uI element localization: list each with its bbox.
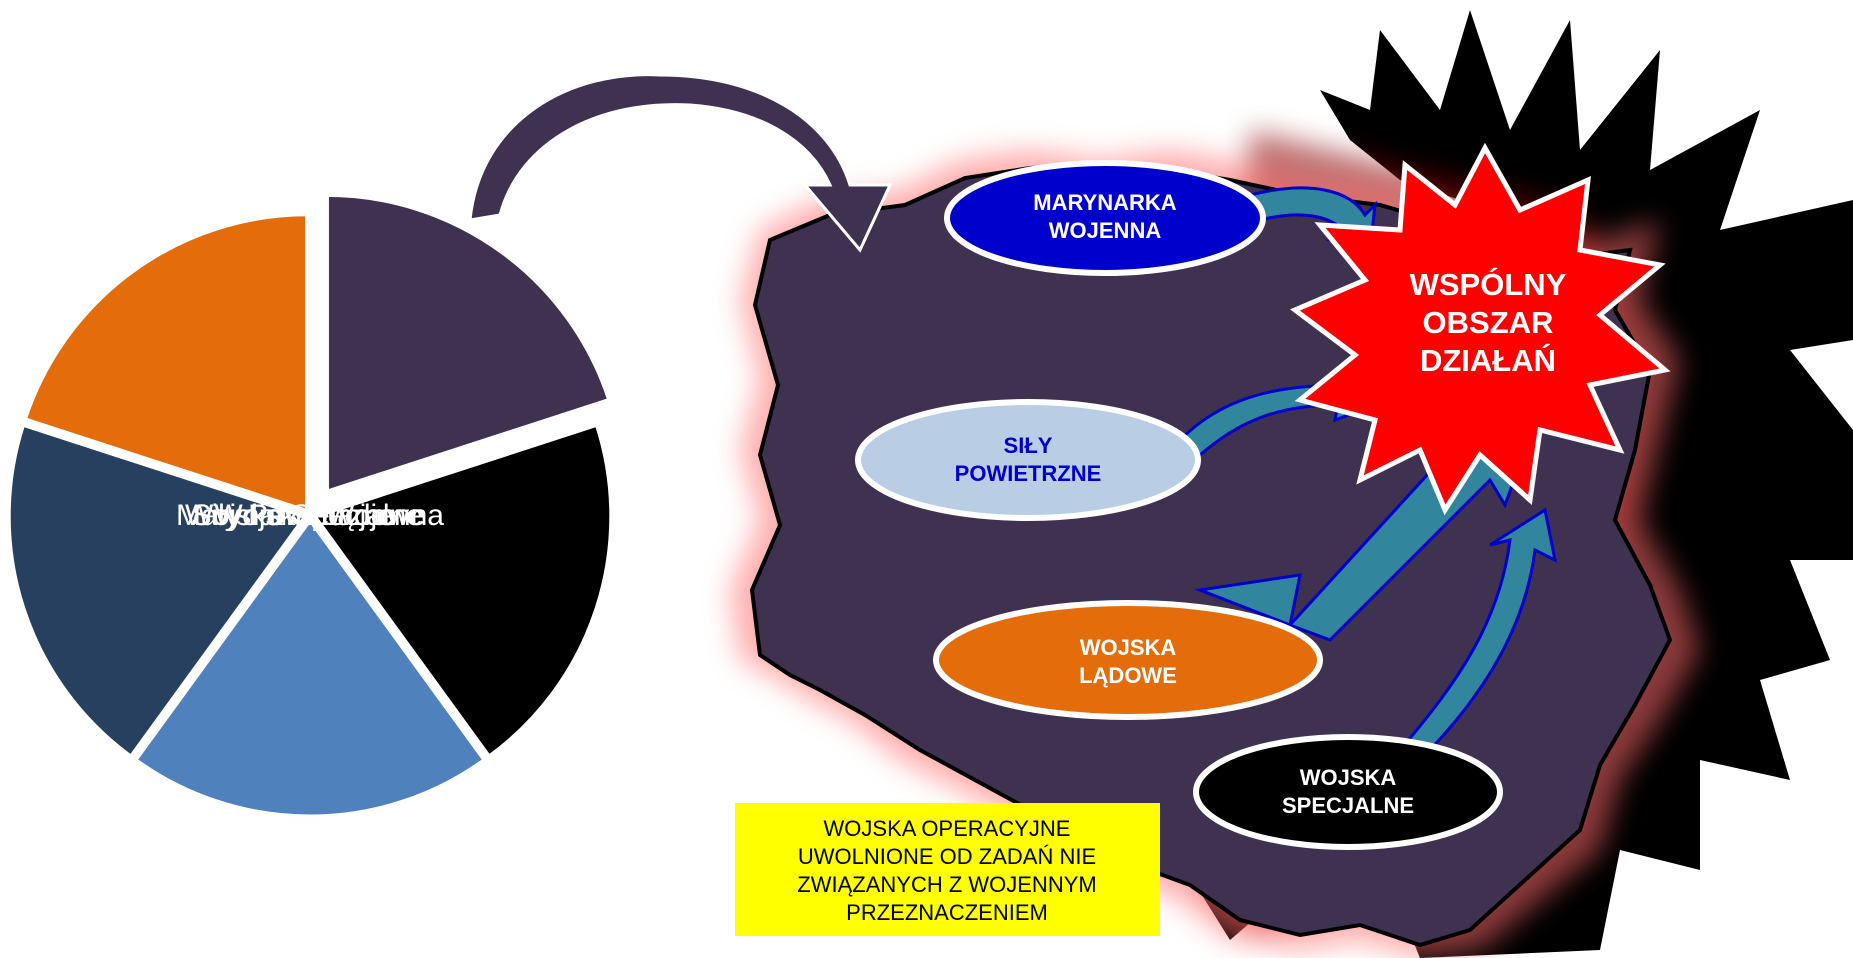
pie-slice <box>21 211 311 516</box>
oval-marynarka-wojenna: MARYNARKA WOJENNA <box>944 160 1266 276</box>
pie-slice <box>323 191 614 496</box>
oval-wojska-ladowe: WOJSKA LĄDOWE <box>933 600 1323 720</box>
curved-arrow-pie-to-map <box>468 73 893 253</box>
pie-slice <box>5 420 311 761</box>
oval-sily-powietrzne: SIŁY POWIETRZNE <box>855 399 1201 521</box>
pie-slice-label: Wojska Specjalne <box>185 499 423 532</box>
oval-specjalne-line-2: SPECJALNE <box>1282 793 1414 818</box>
pie-slice-label: Wojska Lądowe <box>214 499 425 532</box>
yellow-note: WOJSKA OPERACYJNE UWOLNIONE OD ZADAŃ NIE… <box>735 803 1160 936</box>
pie-slice-label: Marynarka Wojenna <box>176 499 444 532</box>
oval-sily-line-2: POWIETRZNE <box>955 461 1102 486</box>
oval-ladowe-line-2: LĄDOWE <box>1079 663 1177 688</box>
pie-slice-label: Siły Powietrzne <box>191 499 396 532</box>
note-line-1: WOJSKA OPERACYJNE <box>824 816 1071 841</box>
burst-line-2: OBSZAR <box>1423 305 1554 340</box>
oval-marynarka-line-1: MARYNARKA <box>1033 190 1177 215</box>
oval-sily-line-1: SIŁY <box>1004 433 1053 458</box>
arrow-specjalne <box>1397 507 1558 762</box>
note-line-2: UWOLNIONE OD ZADAŃ NIE <box>798 844 1096 869</box>
wspolny-obszar-burst <box>1290 142 1671 516</box>
burst-line-3: DZIAŁAŃ <box>1420 343 1556 378</box>
pie-slice <box>309 420 615 761</box>
oval-ladowe-line-1: WOJSKA <box>1080 635 1177 660</box>
oval-specjalne-line-1: WOJSKA <box>1300 765 1397 790</box>
burst-line-1: WSPÓLNY <box>1410 266 1567 302</box>
pie-slice <box>131 514 489 820</box>
note-line-3: ZWIĄZANYCH Z WOJENNYM <box>797 872 1096 897</box>
oval-marynarka-line-2: WOJENNA <box>1049 218 1162 243</box>
oval-wojska-specjalne: WOJSKA SPECJALNE <box>1193 734 1503 850</box>
note-line-4: PRZEZNACZENIEM <box>846 900 1048 925</box>
black-burst-background <box>1180 10 1853 958</box>
